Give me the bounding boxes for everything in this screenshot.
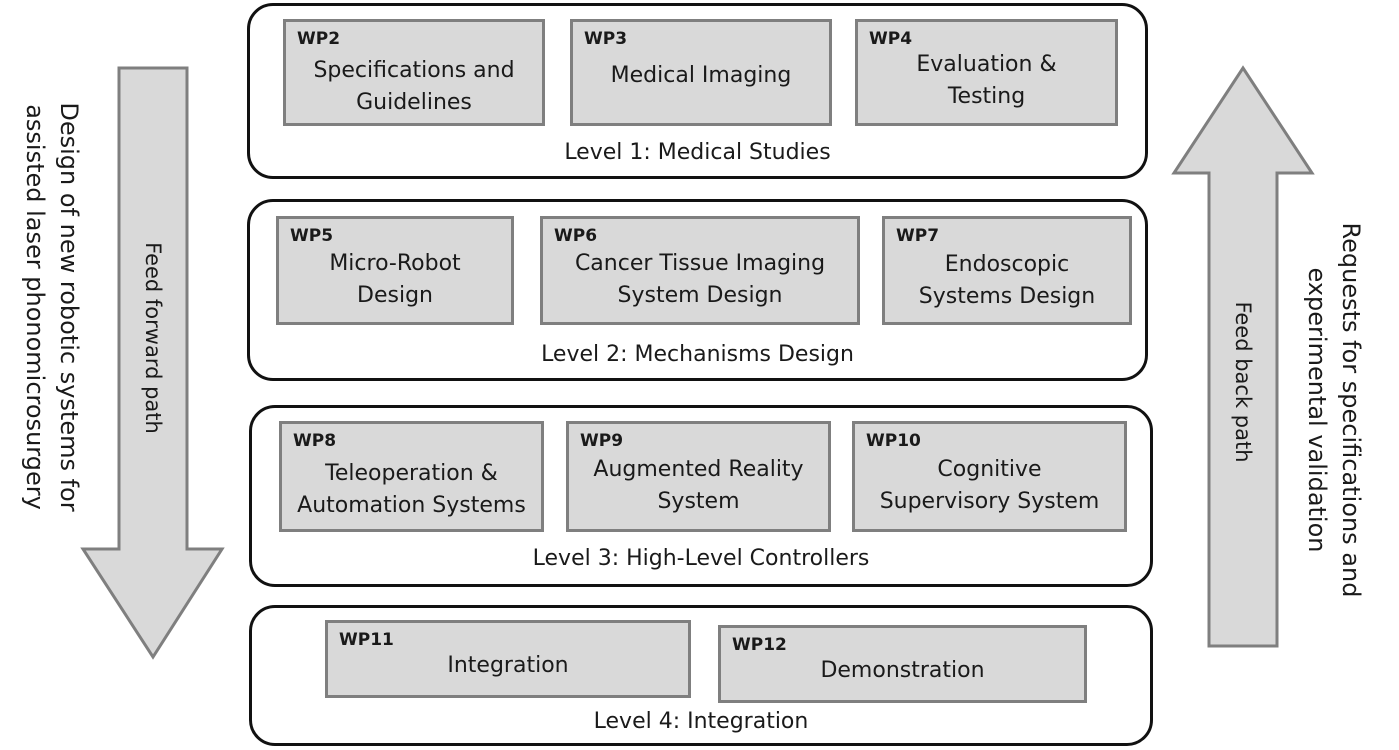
- level-2-label: Level 2: Mechanisms Design: [541, 342, 854, 367]
- level-1-container: WP2 Specifications and Guidelines WP3 Me…: [247, 3, 1148, 179]
- wp-id: WP7: [896, 226, 940, 246]
- wp-id: WP12: [732, 635, 787, 655]
- wp-title: Teleoperation & Automation Systems: [297, 461, 526, 518]
- wp8-box: WP8 Teleoperation & Automation Systems: [279, 421, 544, 532]
- wp12-box: WP12 Demonstration: [718, 625, 1087, 703]
- level-4-container: WP11 Integration WP12 Demonstration Leve…: [249, 605, 1153, 746]
- wp-id: WP3: [584, 29, 628, 49]
- wp-id: WP9: [580, 431, 624, 451]
- wp-title: Cognitive Supervisory System: [879, 457, 1100, 514]
- wp-title: Micro-Robot Design: [329, 251, 461, 308]
- wp2-box: WP2 Specifications and Guidelines: [283, 19, 545, 126]
- wp-title: Cancer Tissue Imaging System Design: [574, 251, 826, 308]
- feed-forward-arrow: [80, 66, 225, 660]
- level-1-label: Level 1: Medical Studies: [564, 140, 831, 165]
- level-3-label: Level 3: High-Level Controllers: [532, 546, 870, 571]
- wp-title: Augmented Reality System: [593, 457, 804, 514]
- wp-id: WP11: [339, 630, 394, 650]
- wp9-box: WP9 Augmented Reality System: [566, 421, 831, 532]
- wp11-box: WP11 Integration: [325, 620, 691, 698]
- level-3-container: WP8 Teleoperation & Automation Systems W…: [249, 405, 1153, 587]
- wp-id: WP5: [290, 226, 334, 246]
- wp-id: WP4: [869, 29, 913, 49]
- wp-title: Specifications and Guidelines: [313, 58, 515, 115]
- wp-title: Integration: [447, 653, 569, 678]
- wp7-box: WP7 Endoscopic Systems Design: [882, 216, 1132, 325]
- wp6-box: WP6 Cancer Tissue Imaging System Design: [540, 216, 860, 325]
- wp5-box: WP5 Micro-Robot Design: [276, 216, 514, 325]
- level-2-container: WP5 Micro-Robot Design WP6 Cancer Tissue…: [247, 199, 1148, 381]
- feed-back-arrow: [1171, 65, 1315, 648]
- wp-title: Medical Imaging: [610, 63, 792, 88]
- wp-id: WP2: [297, 29, 341, 49]
- wp-id: WP8: [293, 431, 337, 451]
- level-4-label: Level 4: Integration: [593, 709, 809, 734]
- wp-title: Demonstration: [820, 658, 985, 683]
- wp10-box: WP10 Cognitive Supervisory System: [852, 421, 1127, 532]
- wp-title: Evaluation & Testing: [916, 52, 1057, 109]
- wp3-box: WP3 Medical Imaging: [570, 19, 832, 126]
- wp-id: WP6: [554, 226, 598, 246]
- wp-id: WP10: [866, 431, 921, 451]
- wp4-box: WP4 Evaluation & Testing: [855, 19, 1118, 126]
- wp-title: Endoscopic Systems Design: [918, 252, 1096, 309]
